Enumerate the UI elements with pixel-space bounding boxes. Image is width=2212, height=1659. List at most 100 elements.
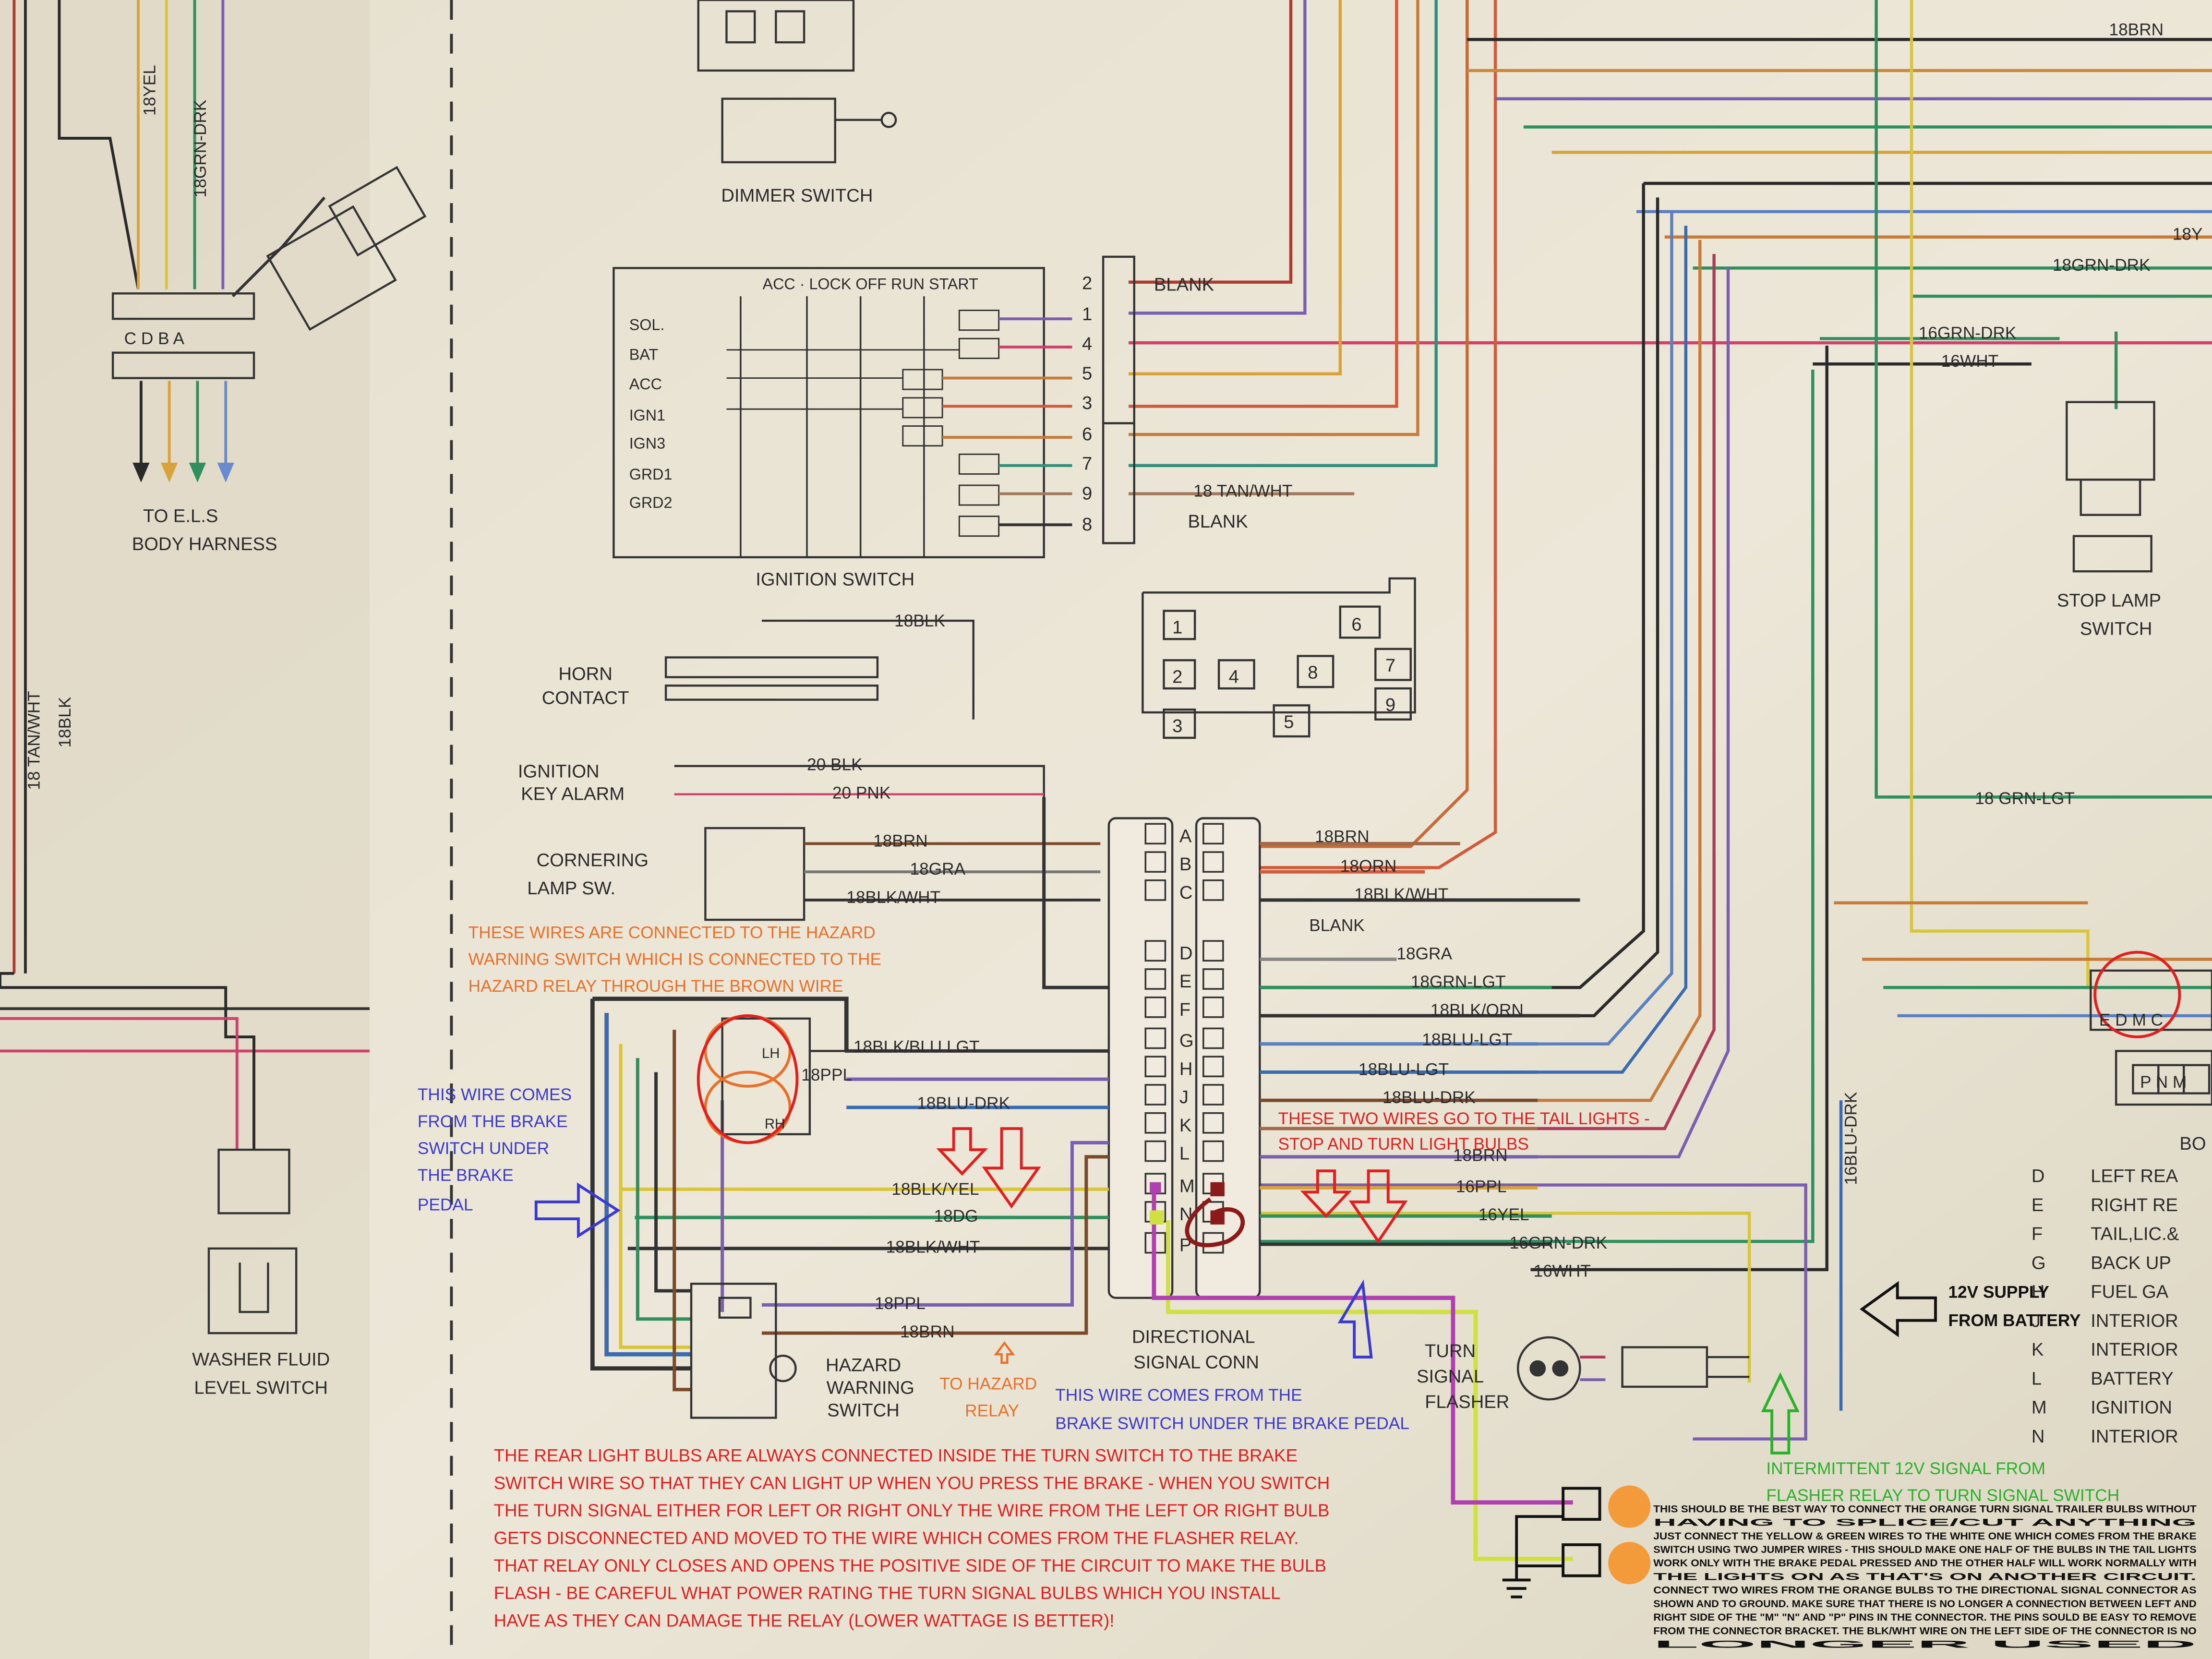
legend-letter: N — [2032, 1426, 2045, 1447]
label-rh: RH — [765, 1116, 785, 1132]
label-hazard: HAZARD — [826, 1355, 901, 1375]
connector-cell-left — [1144, 851, 1166, 873]
annotation-text: THESE WIRES ARE CONNECTED TO THE HAZARD … — [418, 923, 2119, 1505]
note-rear-bulbs-line: FLASH - BE CAREFUL WHAT POWER RATING THE… — [494, 1583, 1281, 1603]
label-pnm: P N M — [2140, 1073, 2187, 1092]
label-right-18blu-drk: 18BLU-DRK — [1382, 1088, 1476, 1107]
red-arrow-down-icon — [936, 1127, 988, 1176]
label-right-18grn-lgt: 18GRN-LGT — [1411, 973, 1506, 991]
label-18blk-wht-c: 18BLK/WHT — [846, 888, 940, 907]
connector-cell-right — [1202, 823, 1224, 845]
label-turn: TURN — [1425, 1341, 1476, 1361]
green-arrow-up-icon — [1761, 1372, 1800, 1455]
label-blank-8: BLANK — [1188, 511, 1248, 532]
connector-cell-right — [1202, 1140, 1224, 1162]
label-ignition: IGNITION — [518, 761, 600, 781]
label-18grn-drk-vertical: 18GRN-DRK — [191, 99, 210, 197]
label-level-switch: LEVEL SWITCH — [194, 1378, 328, 1398]
connector-cell-right — [1202, 1112, 1224, 1134]
label-grd1: GRD1 — [629, 466, 673, 483]
connector-cell-right — [1202, 996, 1224, 1018]
connector-cell-left — [1144, 823, 1166, 845]
connector-cell-left — [1144, 1027, 1166, 1049]
label-switch: SWITCH — [827, 1400, 900, 1421]
label-18blk-wht-p: 18BLK/WHT — [886, 1238, 980, 1257]
legend-text: FUEL GA — [2091, 1282, 2169, 1302]
left-page-wiring — [0, 0, 370, 1150]
connector-pin-letter: A — [1179, 826, 1192, 846]
connector-pin-letter: J — [1179, 1087, 1189, 1107]
label-right-18gra: 18GRA — [1396, 944, 1452, 963]
blue-arrow-up-icon — [1337, 1279, 1373, 1359]
label-20pnk: 20 PNK — [832, 783, 891, 802]
ignition-terminal-number: 4 — [1082, 334, 1092, 354]
connector-cell-right — [1202, 1027, 1224, 1049]
connector-cell-right — [1202, 1056, 1224, 1078]
horn-contact — [664, 619, 974, 720]
connector-pin-letter: F — [1179, 999, 1190, 1020]
label-right-18blk-wht: 18BLK/WHT — [1354, 885, 1448, 904]
note-from-battery: FROM BATTERY — [1948, 1311, 2080, 1330]
label-18brn-top: 18BRN — [2109, 20, 2164, 39]
printed-labels: 18YEL 18GRN-DRK 18 TAN/WHT 18BLK C D B A… — [24, 20, 2206, 1420]
note-flasher-line-2: FLASHER RELAY TO TURN SIGNAL SWITCH — [1766, 1486, 2119, 1505]
red-arrow-down-icon — [1348, 1169, 1408, 1244]
note-brake-left-line-4: THE BRAKE — [418, 1166, 514, 1185]
note-rear-bulbs-line: THE REAR LIGHT BULBS ARE ALWAYS CONNECTE… — [494, 1446, 1298, 1466]
connector-cell-left — [1144, 968, 1166, 990]
right-wire-bundle — [1129, 0, 2212, 1441]
connector-pin-letter: G — [1179, 1031, 1194, 1051]
label-grd2: GRD2 — [629, 494, 673, 511]
orange-bulbs — [1608, 1485, 1651, 1585]
connector-pin-letter: K — [1179, 1115, 1192, 1136]
ignition-terminal-number: 8 — [1082, 514, 1092, 535]
label-dimmer-switch: DIMMER SWITCH — [721, 185, 873, 206]
turn-signal-flasher — [1516, 1336, 1750, 1401]
label-stop-lamp: STOP LAMP — [2057, 590, 2161, 611]
stop-lamp-switch — [2066, 401, 2155, 573]
label-18yel-vertical: 18YEL — [140, 65, 159, 116]
label-body-harness: BODY HARNESS — [132, 534, 277, 554]
ignition-terminal-number: 9 — [1082, 483, 1092, 504]
note-rear-bulbs-line: THAT RELAY ONLY CLOSES AND OPENS THE POS… — [494, 1556, 1326, 1575]
legend-text: BATTERY — [2091, 1368, 2174, 1389]
legend-letter: G — [2032, 1252, 2046, 1273]
label-18tan-wht-vertical: 18 TAN/WHT — [24, 691, 43, 790]
connector-pin-letter: C — [1179, 882, 1193, 903]
note-flasher-line-1: INTERMITTENT 12V SIGNAL FROM — [1766, 1459, 2045, 1478]
note-jumper-line: THIS SHOULD BE THE BEST WAY TO CONNECT T… — [1653, 1503, 2197, 1515]
label-ignition-switch: IGNITION SWITCH — [756, 569, 914, 590]
label-to-els: TO E.L.S — [143, 505, 218, 526]
note-jumper-instructions: THIS SHOULD BE THE BEST WAY TO CONNECT T… — [1653, 1503, 2197, 1650]
label-key-alarm: KEY ALARM — [521, 783, 625, 804]
connector-pin-letter: B — [1179, 854, 1191, 875]
label-16wht: 16WHT — [1941, 352, 1998, 371]
label-right-16grn-drk: 16GRN-DRK — [1509, 1234, 1607, 1252]
legend-text: INTERIOR — [2091, 1339, 2178, 1360]
connector-cell-left — [1144, 940, 1166, 962]
note-jumper-line: THE LIGHTS ON AS THAT'S ON ANOTHER CIRCU… — [1653, 1571, 2196, 1582]
label-right-blank: BLANK — [1309, 916, 1365, 935]
label-16blu-drk-vertical: 16BLU-DRK — [1841, 1092, 1860, 1185]
ignition-terminal-number: 2 — [1082, 273, 1092, 293]
note-12v-supply: 12V SUPPLY — [1948, 1283, 2049, 1302]
label-bo: BO — [2179, 1133, 2206, 1154]
note-hazard-line-1: THESE WIRES ARE CONNECTED TO THE HAZARD — [469, 923, 876, 942]
note-jumper-line: JUST CONNECT THE YELLOW & GREEN WIRES TO… — [1653, 1531, 2196, 1542]
connector-pin-letter: L — [1179, 1143, 1190, 1164]
label-18y-top: 18Y — [2173, 225, 2203, 244]
hazard-warning-switch — [690, 1283, 797, 1419]
fuse-number: 5 — [1284, 711, 1294, 732]
left-page-shadow — [0, 0, 370, 1659]
legend-text: INTERIOR — [2091, 1426, 2178, 1447]
label-lamp-sw: LAMP SW. — [527, 878, 615, 899]
ignition-terminal-number: 3 — [1082, 393, 1092, 413]
legend-letter: D — [2032, 1166, 2045, 1187]
connector-cell-right — [1202, 851, 1224, 873]
note-brake-left-line-3: SWITCH UNDER — [418, 1139, 549, 1158]
label-right-18orn: 18ORN — [1340, 857, 1397, 876]
